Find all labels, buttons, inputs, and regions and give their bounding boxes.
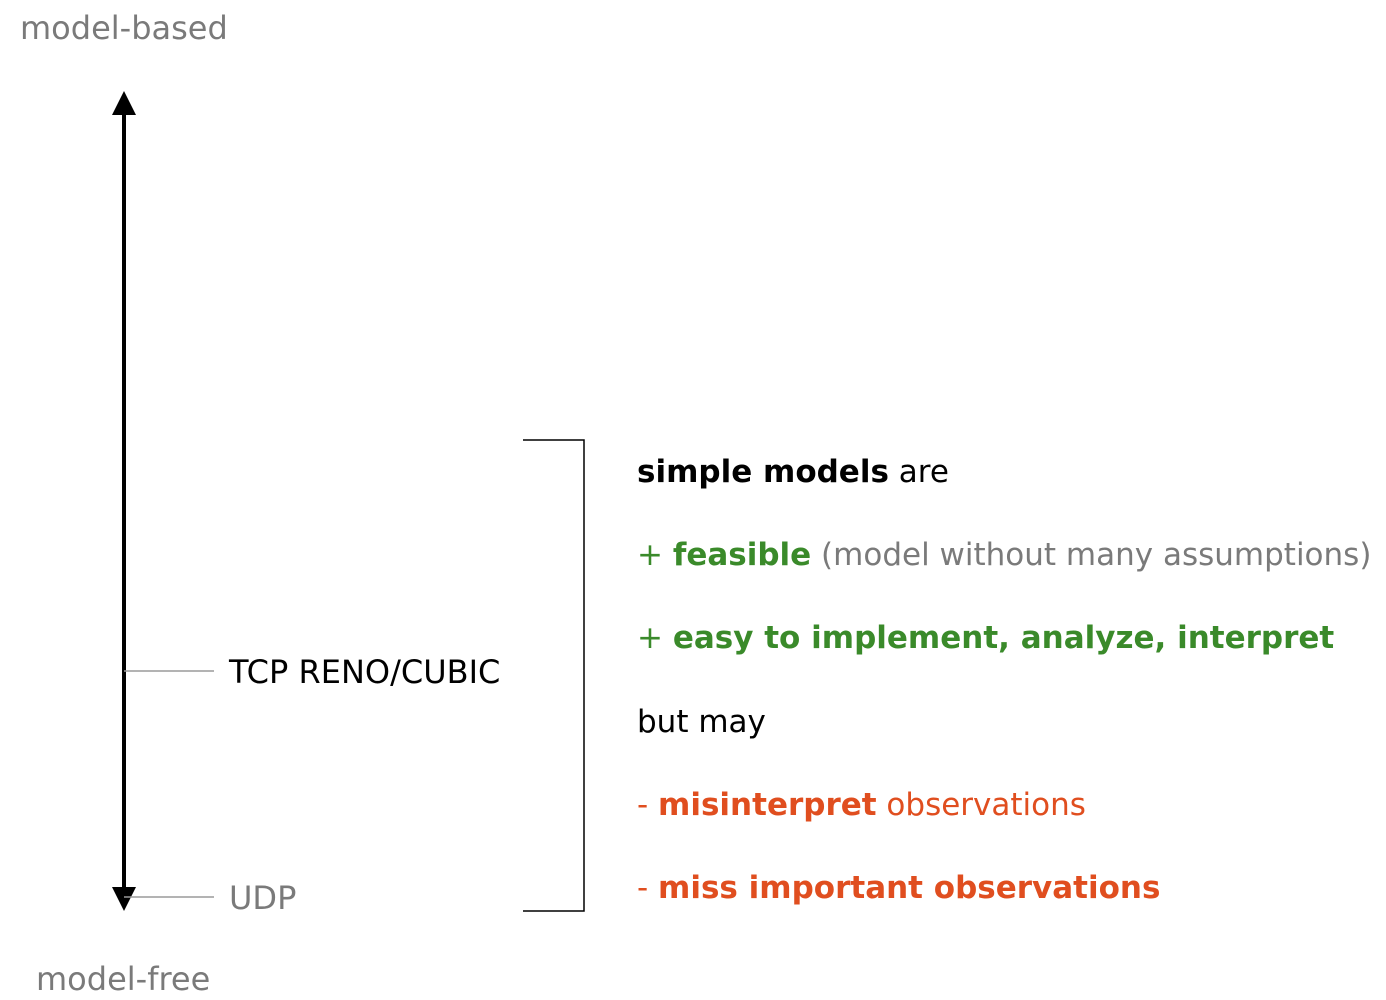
con-prefix: - [637, 870, 659, 906]
pro-prefix: + [637, 537, 673, 573]
arrowhead-up-icon [112, 91, 136, 115]
con-item-misinterpret: - misinterpret observations [637, 790, 1086, 821]
transition-text: but may [637, 704, 766, 740]
pro-strong: easy to implement, analyze, interpret [672, 620, 1335, 656]
con-item-miss: - miss important observations [637, 873, 1160, 904]
bracket [523, 439, 585, 912]
pro-item-feasible: + feasible (model without many assumptio… [637, 540, 1371, 571]
axis-top-label: model-based [20, 9, 228, 47]
pro-strong: feasible [672, 537, 812, 573]
pro-item-easy: + easy to implement, analyze, interpret [637, 623, 1334, 654]
arrowhead-down-icon [112, 887, 136, 911]
tick-label-udp: UDP [229, 879, 297, 917]
con-rest: observations [876, 787, 1086, 823]
heading-rest: are [888, 454, 949, 490]
con-strong: misinterpret [658, 787, 877, 823]
pro-prefix: + [637, 620, 673, 656]
pro-rest: (model without many assumptions) [811, 537, 1372, 573]
tick-label-tcp: TCP RENO/CUBIC [229, 653, 501, 691]
con-strong: miss important observations [658, 870, 1161, 906]
panel-heading: simple models are [637, 457, 949, 488]
con-prefix: - [637, 787, 659, 823]
axis-bottom-label: model-free [36, 960, 211, 998]
heading-strong: simple models [637, 454, 889, 490]
